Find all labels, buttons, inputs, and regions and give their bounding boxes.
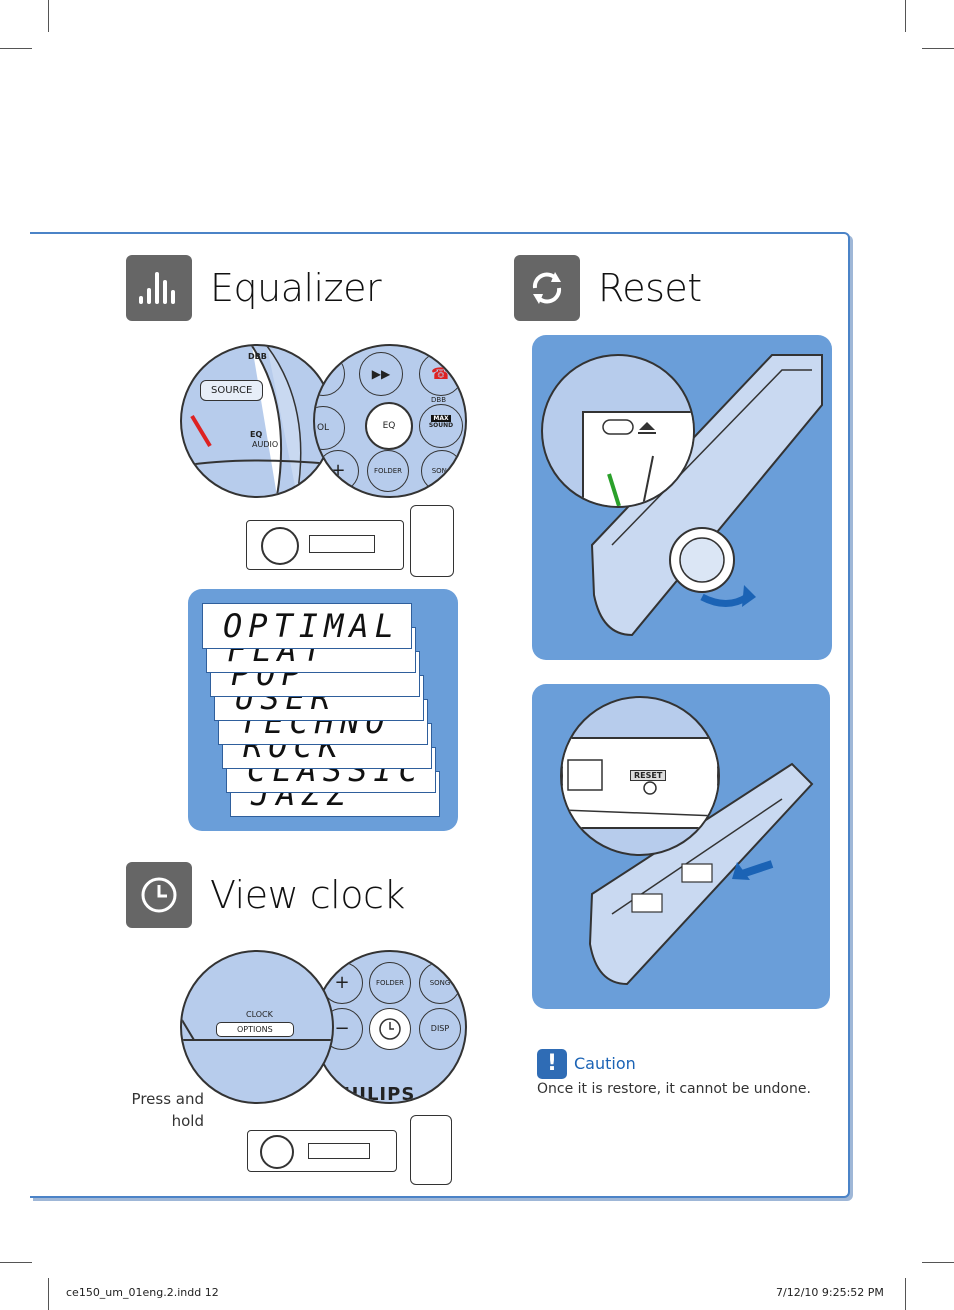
plus-button[interactable]: + [317,450,359,492]
eq-mode-label: OPTIMAL [223,607,400,645]
equalizer-heading: Equalizer [126,255,382,321]
remote-illustration [410,1115,452,1185]
remote-illustration [410,505,454,577]
crop-mark [905,1278,906,1310]
eq-label: EQ [250,430,263,439]
volume-knob [260,1135,294,1169]
reset-heading: Reset [514,255,702,321]
clock-bubble-remote: + FOLDER SONG − DISP PHILIPS [313,950,467,1104]
press-hold-line1: Press and [131,1090,204,1108]
equalizer-icon [126,255,192,321]
lcd-window [308,1143,370,1159]
clock-icon [126,862,192,928]
crop-mark [48,0,49,32]
view-clock-title: View clock [210,873,405,917]
volume-knob [261,527,299,565]
source-button[interactable]: SOURCE [200,380,264,401]
next-button[interactable]: ▶▶ [359,352,403,396]
crop-mark [0,1262,32,1263]
crop-mark [0,48,32,49]
equalizer-title: Equalizer [210,266,382,310]
hangup-button[interactable]: ☎ [419,352,463,396]
eq-mode-optimal: OPTIMAL [202,603,412,649]
vol-minus-button[interactable]: OL [315,406,345,450]
reset-title: Reset [598,266,702,310]
press-hold-line2: hold [171,1112,204,1130]
clock-bubble-head-unit: CLOCK OPTIONS [180,950,334,1104]
clock-label: CLOCK [246,1010,273,1019]
eq-bubble-head-unit: DBB SOURCE EQ AUDIO [180,344,334,498]
disp-button[interactable]: DISP [419,1008,461,1050]
reset-bubble-button: RESET [560,696,720,856]
lcd-window [309,535,375,553]
sound-label: SOUND [428,422,454,429]
caution-text: Once it is restore, it cannot be undone. [537,1081,811,1097]
crop-mark [48,1278,49,1310]
max-sound-button[interactable]: MAX SOUND [419,404,463,448]
crop-mark [922,1262,954,1263]
refresh-icon [514,255,580,321]
reset-button[interactable]: RESET [630,770,667,781]
crop-mark [905,0,906,32]
song-button[interactable]: SONG [419,962,461,1004]
song-button[interactable]: SONG [421,450,463,492]
max-label: MAX [431,415,451,422]
philips-logo: PHILIPS [329,1084,416,1104]
footer-filename: ce150_um_01eng.2.indd 12 [66,1286,219,1299]
reset-bubble-eject [541,354,695,508]
head-unit-illustration [246,520,404,570]
audio-label: AUDIO [252,440,279,449]
dbb-label: DBB [248,352,267,361]
head-unit-illustration [247,1130,397,1172]
crop-mark [922,48,954,49]
eq-bubble-remote: OK ▶▶ ☎ DBB OL EQ MAX SOUND + FOLDER SON… [313,344,467,498]
eq-button[interactable]: EQ [365,402,413,450]
dbb-label: DBB [431,396,446,404]
clock-button[interactable] [369,1008,411,1050]
clock-face-icon [379,1018,401,1040]
options-button[interactable]: OPTIONS [216,1022,294,1037]
footer-timestamp: 7/12/10 9:25:52 PM [776,1286,884,1299]
plus-button[interactable]: + [321,962,363,1004]
caution-icon: ! [537,1049,567,1079]
view-clock-heading: View clock [126,862,405,928]
folder-button[interactable]: FOLDER [369,962,411,1004]
caution-label: Caution [574,1054,636,1073]
folder-button[interactable]: FOLDER [367,450,409,492]
